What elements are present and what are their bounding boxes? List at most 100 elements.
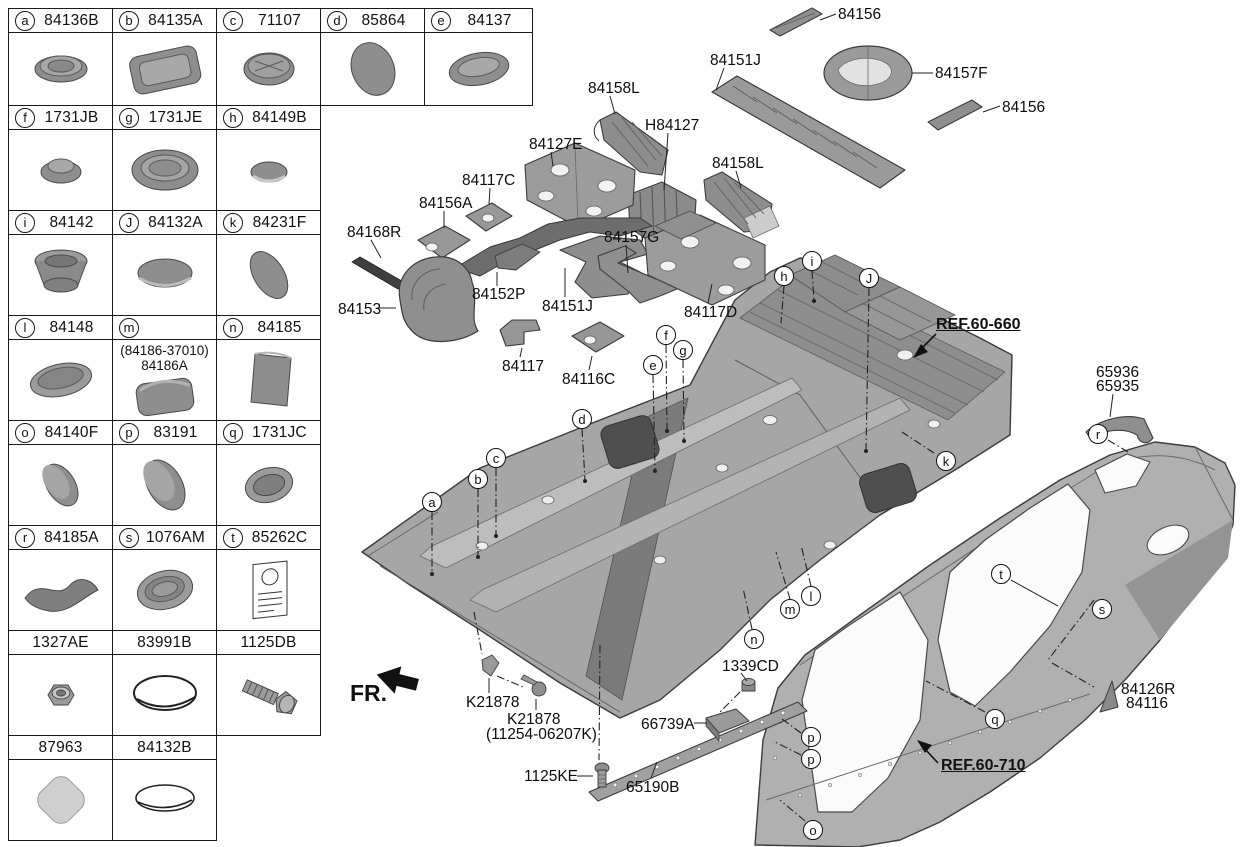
part-thumbnail-flat-disc: [113, 235, 216, 315]
part-thumbnail-nut: [9, 655, 112, 735]
legend-header: 1125DB: [217, 631, 320, 655]
legend-cell-p: p 83191: [112, 420, 217, 526]
part-label-84157G: 84157G: [604, 229, 660, 246]
callout-k: k: [936, 451, 956, 471]
part-label-84156-right: 84156: [1002, 99, 1046, 116]
part-thumbnail-pad: [113, 33, 216, 105]
part-label-65936: 65936: [1096, 364, 1140, 381]
part-thumbnail-square-pad: (84186-37010) 84186A: [113, 340, 216, 420]
callout-letter-badge: o: [15, 422, 35, 443]
part-thumbnail-tilted-disc: [113, 445, 216, 525]
part-label-H84127: H84127: [645, 117, 700, 134]
part-thumbnail-cap: [217, 33, 320, 105]
part-thumbnail-oval-ring-thin: [113, 760, 216, 840]
part-number: 84185A: [44, 528, 99, 546]
legend-header: f 1731JB: [9, 106, 112, 130]
part-label-65935: 65935: [1096, 378, 1140, 395]
callout-letter-badge: s: [119, 527, 139, 548]
part-number: 1125DB: [240, 633, 297, 651]
part-label-84126R: 84126R: [1121, 681, 1176, 698]
part-number: 84135A: [148, 11, 203, 29]
part-thumbnail-bolt: [217, 655, 320, 735]
callout-r: r: [1088, 424, 1108, 444]
part-label-84156-top: 84156: [838, 6, 882, 23]
callout-letter-badge: p: [119, 422, 139, 443]
part-label-84116: 84116: [1126, 695, 1168, 712]
legend-cell-r: r 84185A: [8, 525, 113, 631]
part-label-1339CD: 1339CD: [722, 658, 779, 675]
part-label-84158L-2: 84158L: [712, 155, 764, 172]
legend-header: 84132B: [113, 736, 216, 760]
part-label-1125KE: 1125KE: [524, 768, 579, 785]
legend-cell-a: a 84136B: [8, 8, 113, 106]
legend-header: m: [113, 316, 216, 340]
callout-letter-badge: r: [15, 527, 35, 548]
part-number: 84148: [49, 318, 94, 336]
part-number: 83991B: [137, 633, 192, 651]
part-number: 83191: [153, 423, 198, 441]
part-thumbnail-oval-pad: [425, 33, 532, 105]
part-note-line2: 84186A: [141, 358, 188, 373]
callout-letter-badge: e: [431, 10, 451, 31]
legend-cell-o: o 84140F: [8, 420, 113, 526]
part-number: 1076AM: [146, 528, 205, 546]
legend-header: l 84148: [9, 316, 112, 340]
part-label-84116C: 84116C: [562, 371, 616, 388]
callout-s: s: [1092, 599, 1112, 619]
part-thumbnail-tilted-disc: [9, 445, 112, 525]
callout-letter-badge: g: [119, 107, 139, 128]
legend-cell-J: J 84132A: [112, 210, 217, 316]
callout-letter-badge: k: [223, 212, 243, 233]
legend-cell-m: m (84186-37010) 84186A: [112, 315, 217, 421]
ref-label-60-710: REF.60-710: [941, 757, 1026, 774]
legend-cell-84132B: 84132B: [112, 735, 217, 841]
legend-cell-q: q 1731JC: [216, 420, 321, 526]
legend-cell-1125DB: 1125DB: [216, 630, 321, 736]
part-thumbnail-diamond-pad: [9, 760, 112, 840]
part-number: 87963: [38, 738, 83, 756]
legend-header: b 84135A: [113, 9, 216, 33]
part-number: 1731JB: [44, 108, 99, 126]
legend-header: J 84132A: [113, 211, 216, 235]
part-label-84156A: 84156A: [419, 195, 473, 212]
part-number: 1327AE: [32, 633, 89, 651]
part-label-66739A: 66739A: [641, 716, 695, 733]
part-thumbnail-disc: [321, 33, 424, 105]
callout-q: q: [985, 709, 1005, 729]
legend-header: p 83191: [113, 421, 216, 445]
legend-header: k 84231F: [217, 211, 320, 235]
legend-header: q 1731JC: [217, 421, 320, 445]
legend-cell-h: h 84149B: [216, 105, 321, 211]
part-label-84151J-2: 84151J: [542, 298, 593, 315]
callout-J: J: [859, 268, 879, 288]
legend-header: n 84185: [217, 316, 320, 340]
part-number: 71107: [258, 11, 301, 29]
legend-cell-g: g 1731JE: [112, 105, 217, 211]
callout-m: m: [780, 599, 800, 619]
part-number: 84149B: [252, 108, 307, 126]
part-number: 1731JE: [148, 108, 203, 126]
legend-cell-f: f 1731JB: [8, 105, 113, 211]
callout-h: h: [774, 266, 794, 286]
callout-g: g: [673, 340, 693, 360]
legend-cell-b: b 84135A: [112, 8, 217, 106]
legend-header: t 85262C: [217, 526, 320, 550]
part-thumbnail-tilted-disc: [217, 235, 320, 315]
part-number: 85864: [361, 11, 406, 29]
callout-l: l: [801, 586, 821, 606]
callout-letter-badge: a: [15, 10, 35, 31]
legend-cell-k: k 84231F: [216, 210, 321, 316]
part-number: 84231F: [252, 213, 307, 231]
callout-b: b: [468, 469, 488, 489]
legend-header: s 1076AM: [113, 526, 216, 550]
callout-letter-badge: q: [223, 422, 243, 443]
part-number: 84142: [49, 213, 94, 231]
legend-header: o 84140F: [9, 421, 112, 445]
part-label-84117: 84117: [502, 358, 544, 375]
part-label-K21878-2: K21878: [507, 711, 561, 728]
callout-letter-badge: i: [15, 212, 35, 233]
part-number: 1731JC: [252, 423, 307, 441]
callout-letter-badge: m: [119, 317, 139, 338]
